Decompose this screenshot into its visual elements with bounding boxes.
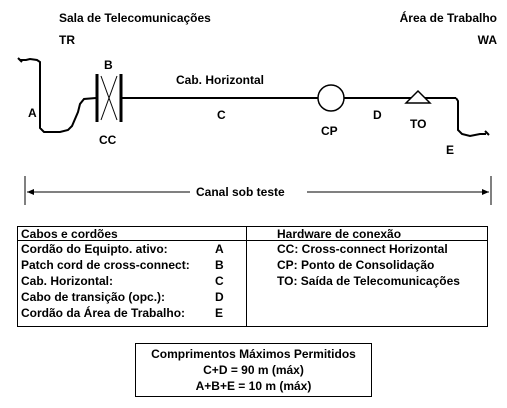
hardware-item: TO: Saída de Telecomunicações xyxy=(277,274,460,288)
hardware-item: CP: Ponto de Consolidação xyxy=(277,258,435,272)
hardware-header: Hardware de conexão xyxy=(277,227,402,241)
channel-arrow-left xyxy=(27,189,34,195)
legend-header-divider xyxy=(18,240,487,241)
hardware-item: CC: Cross-connect Horizontal xyxy=(277,242,448,256)
cable-code: A xyxy=(215,242,224,256)
max-lengths-line-2: A+B+E = 10 m (máx) xyxy=(195,379,312,393)
cables-header: Cabos e cordões xyxy=(21,227,118,241)
cable-code: B xyxy=(215,258,224,272)
cable-name: Cordão do Equipto. ativo: xyxy=(21,242,168,256)
cc-cross-2 xyxy=(100,75,118,121)
label-cc: CC xyxy=(99,133,117,147)
cable-code: D xyxy=(215,290,224,304)
wa-code: WA xyxy=(477,33,497,47)
label-b: B xyxy=(104,58,113,72)
cable-code: C xyxy=(215,274,224,288)
label-to: TO xyxy=(410,117,427,131)
channel-label: Canal sob teste xyxy=(196,185,285,199)
wa-title: Área de Trabalho xyxy=(399,11,497,25)
cord-a-tip xyxy=(17,57,23,63)
cp-circle xyxy=(317,84,345,112)
max-lengths-line-1: C+D = 90 m (máx) xyxy=(203,363,304,377)
max-lengths-box: Comprimentos Máximos Permitidos C+D = 90… xyxy=(135,343,372,397)
tr-code: TR xyxy=(59,33,75,47)
channel-arrow-right xyxy=(482,189,489,195)
label-d: D xyxy=(373,108,382,122)
cable-name: Cordão da Área de Trabalho: xyxy=(21,306,186,320)
label-horizontal: Cab. Horizontal xyxy=(176,73,265,87)
legend-table: Cabos e cordões Hardware de conexão Cord… xyxy=(17,226,488,327)
label-c: C xyxy=(217,108,226,122)
cable-name: Patch cord de cross-connect: xyxy=(21,258,190,272)
label-a: A xyxy=(28,106,37,120)
cord-a xyxy=(20,57,97,133)
label-e: E xyxy=(446,143,455,157)
cable-name: Cab. Horizontal: xyxy=(21,274,113,288)
label-cp: CP xyxy=(321,124,338,138)
legend-column-divider xyxy=(246,227,247,326)
to-triangle xyxy=(404,89,432,104)
cable-name: Cabo de transição (opc.): xyxy=(21,290,166,304)
cord-e-tip xyxy=(484,130,490,136)
cord-e xyxy=(455,97,486,138)
max-lengths-title: Comprimentos Máximos Permitidos xyxy=(151,347,356,361)
cable-code: E xyxy=(215,306,224,320)
tr-title: Sala de Telecomunicações xyxy=(59,11,211,25)
